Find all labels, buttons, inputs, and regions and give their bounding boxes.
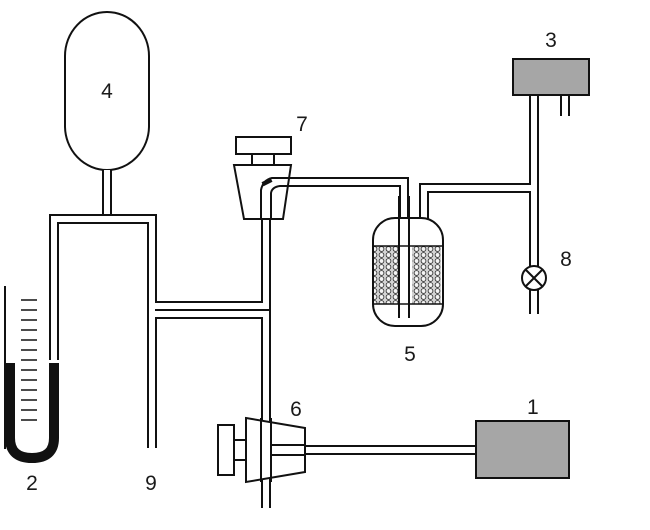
label-reservoir: 4 [101,80,113,103]
label-outlet: 9 [145,472,157,495]
label-manometer: 2 [26,472,38,495]
adsorber-5 [372,196,444,327]
manometer-scale [21,299,37,421]
label-adsorber: 5 [404,343,416,366]
gauge-3 [512,58,590,116]
label-gauge: 3 [545,29,557,52]
valve-7 [232,136,293,220]
label-valve-upper: 7 [296,113,308,136]
label-valve-lower: 6 [290,398,302,421]
pump-1 [475,420,570,479]
manometer-2 [4,286,59,463]
valve-6 [217,416,306,484]
label-valve-round: 8 [560,248,572,271]
tubing [49,95,539,508]
reservoir-4 [64,11,150,214]
label-pump: 1 [527,396,539,419]
valve-8 [521,265,547,291]
